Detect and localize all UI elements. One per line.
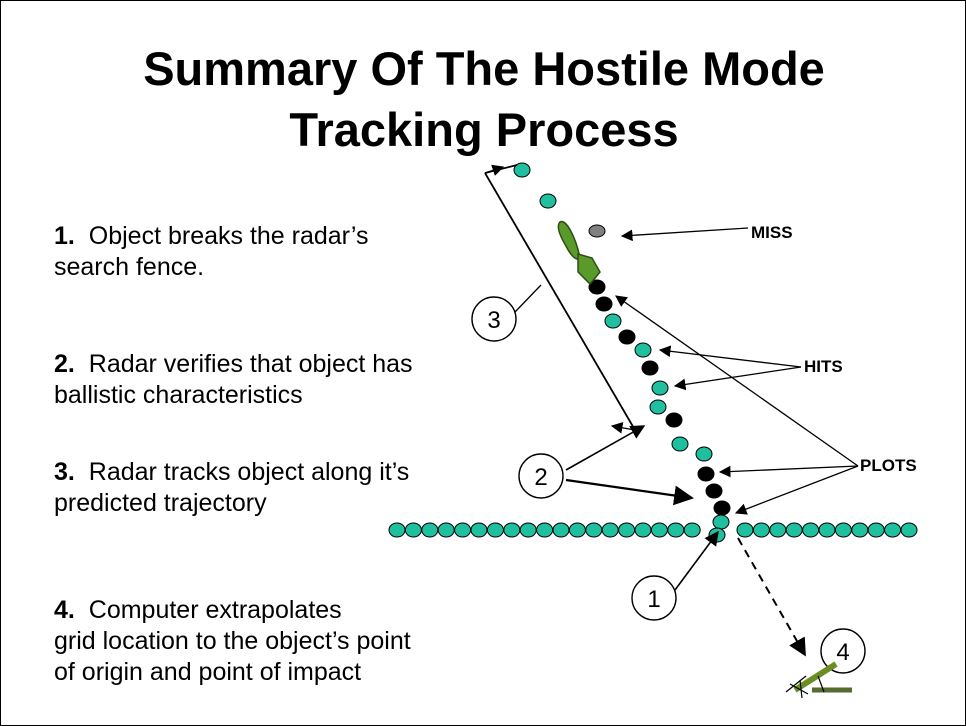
fence-dot [736, 522, 754, 538]
callout-1: 1 [631, 575, 677, 621]
step-3-number: 3. [54, 458, 75, 486]
fence-dot [503, 522, 521, 538]
step-4-number: 4. [54, 596, 75, 624]
fence-dot [667, 522, 685, 538]
fence-dot [884, 522, 902, 538]
hits-label: HITS [804, 357, 843, 376]
fence-dot [851, 522, 869, 538]
callout-3-leader [514, 284, 542, 313]
fence-dot [683, 522, 701, 538]
plot-dot [595, 296, 613, 312]
callout-3: 3 [471, 296, 517, 342]
arrow-miss [620, 227, 749, 242]
callout-2-number: 2 [534, 464, 547, 491]
hit-dot [671, 436, 689, 452]
fence-dot [834, 522, 852, 538]
fence-dot [486, 522, 504, 538]
plot-dot [713, 500, 731, 516]
plot-dot [697, 466, 715, 482]
callout-2: 2 [518, 453, 564, 499]
hit-dot [539, 193, 557, 209]
fence-dot [585, 522, 603, 538]
hit-dot [604, 313, 622, 329]
fence-dot [601, 522, 619, 538]
fence-dot [568, 522, 586, 538]
fence-dot [552, 522, 570, 538]
arrows-plots [615, 295, 859, 515]
projectile-icon [557, 220, 601, 286]
miss-label: MISS [751, 223, 793, 242]
fence-dot [519, 522, 537, 538]
step-1-number: 1. [54, 222, 75, 250]
hit-dot [513, 162, 531, 178]
extrapolation-line [737, 537, 806, 657]
callout-3-number: 3 [487, 307, 500, 334]
fence-dot [650, 522, 668, 538]
trajectory-track [513, 162, 731, 543]
plots-label: PLOTS [860, 456, 917, 475]
plot-dot [588, 279, 606, 295]
miss-dot [588, 224, 606, 238]
fence-dot [785, 522, 803, 538]
hit-dot [649, 399, 667, 415]
fence-dot [634, 522, 652, 538]
callout-4-number: 4 [836, 639, 849, 666]
arrows-hits [658, 345, 802, 391]
hit-dot [712, 514, 730, 530]
mortar-weapon-icon [785, 661, 852, 699]
fence-dot [618, 522, 636, 538]
bracket-3 [484, 164, 636, 434]
step-2-number: 2. [54, 350, 75, 378]
fence-dot [802, 522, 820, 538]
fence-dot [421, 522, 439, 538]
fence-dot [404, 522, 422, 538]
fence-dot [437, 522, 455, 538]
plot-dot [641, 360, 659, 376]
page-title-line-2: Tracking Process [289, 103, 679, 156]
plot-dot [705, 483, 723, 499]
fence-dot [752, 522, 770, 538]
fence-dot [454, 522, 472, 538]
fence-dot [470, 522, 488, 538]
hit-dot [634, 342, 652, 358]
page-title-line-1: Summary Of The Hostile Mode [143, 42, 825, 95]
fence-dot [536, 522, 554, 538]
fence-dot [388, 522, 406, 538]
fence-dot [900, 522, 918, 538]
fence-dot [769, 522, 787, 538]
hit-dot [651, 380, 669, 396]
fence-dot [818, 522, 836, 538]
search-fence [388, 522, 918, 538]
callout-1-number: 1 [647, 586, 660, 613]
arrow-callout-1 [674, 530, 719, 591]
plot-dot [665, 412, 683, 428]
arrows-callout-2 [565, 425, 694, 506]
callout-4: 4 [820, 628, 866, 674]
fence-dot [867, 522, 885, 538]
hit-dot [695, 446, 713, 462]
plot-dot [618, 329, 636, 345]
